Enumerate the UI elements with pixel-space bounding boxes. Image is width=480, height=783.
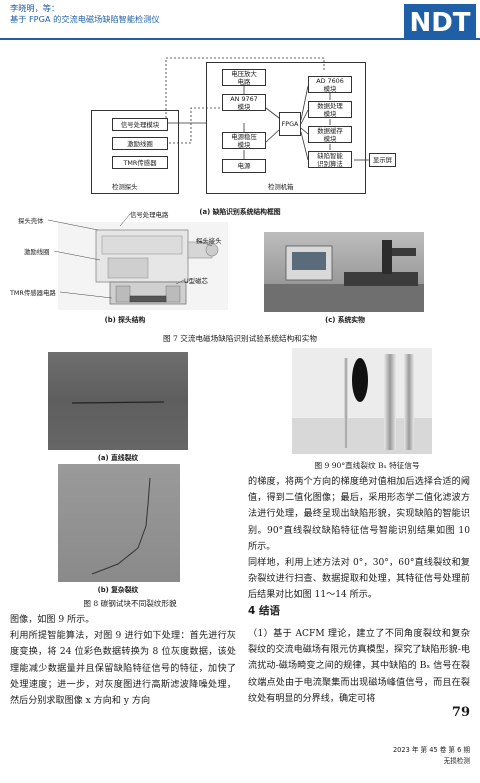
label-tmr-circuit: TMR传感器电路 bbox=[10, 289, 56, 297]
complex-crack-photo bbox=[58, 464, 180, 582]
fig8a-caption: (a) 直线裂纹 bbox=[97, 454, 139, 462]
complex-crack-art bbox=[91, 477, 151, 575]
label-probe-connector: 探头接头 bbox=[196, 237, 222, 245]
right-para2: 同样地，利用上述方法对 0°，30°，60°直线裂纹和复杂裂纹进行扫查、数据提取… bbox=[248, 558, 470, 601]
probe-frame bbox=[91, 110, 179, 194]
data-processing-block: 数据处理 模块 bbox=[308, 101, 352, 118]
ndt-logo: NDT bbox=[404, 4, 476, 38]
diagram-wires bbox=[165, 57, 369, 161]
block-diagram: 检测探头 信号处理模块 激励线圈 TMR传感器 检测机箱 电压放大 电路 AN … bbox=[86, 48, 396, 206]
host-frame-label: 检测机箱 bbox=[268, 183, 294, 191]
straight-crack-photo bbox=[48, 352, 188, 450]
display-block: 显示屏 bbox=[369, 153, 396, 167]
fpga-block: FPGA bbox=[279, 112, 301, 136]
header-authors: 李晓明，等： bbox=[10, 3, 60, 13]
logo-text: NDT bbox=[409, 8, 470, 38]
an9767-block: AN 9767 模块 bbox=[222, 94, 266, 111]
fig7a-caption: (a) 缺陷识别系统结构框图 bbox=[199, 208, 281, 216]
host-frame bbox=[206, 62, 366, 194]
probe-structure-drawing bbox=[58, 222, 228, 310]
label-probe-shell: 探头壳体 bbox=[18, 217, 44, 225]
power-regulator-block: 电源稳压 模块 bbox=[222, 132, 266, 149]
footer-issue: 2023 年 第 45 卷 第 6 期 bbox=[392, 746, 470, 754]
straight-crack-art bbox=[71, 401, 165, 404]
system-photo-art bbox=[264, 240, 424, 312]
header-title: 基于 FPGA 的交流电磁场缺陷智能检测仪 bbox=[10, 14, 160, 24]
left-column-text: 图像，如图 9 所示。 利用所提智能算法，对图 9 进行如下处理：首先进行灰度变… bbox=[10, 612, 236, 709]
system-photo bbox=[264, 232, 424, 312]
probe-structure-art bbox=[95, 229, 219, 305]
left-para2: 利用所提智能算法，对图 9 进行如下处理：首先进行灰度变换，将 24 位彩色数据… bbox=[10, 631, 236, 707]
fig9-signal-art bbox=[292, 348, 432, 454]
footer-journal: 无损检测 bbox=[443, 757, 470, 765]
excitation-coil-block: 激励线圈 bbox=[112, 137, 168, 150]
signal-processing-block: 信号处理模块 bbox=[112, 118, 168, 131]
fig7c-caption: (c) 系统实物 bbox=[325, 316, 365, 324]
leader-lines bbox=[47, 213, 213, 299]
fig8b-caption: (b) 复杂裂纹 bbox=[97, 586, 139, 594]
tmr-sensor-block: TMR传感器 bbox=[112, 156, 168, 169]
fig7b-caption: (b) 探头结构 bbox=[104, 316, 146, 324]
section-conclusion: 4 结语 bbox=[248, 605, 280, 617]
right-para3: （1）基于 ACFM 理论，建立了不同角度裂纹和复杂裂纹的交流电磁场有限元仿真模… bbox=[248, 629, 470, 704]
probe-frame-label: 检测探头 bbox=[112, 183, 138, 191]
fig9-signal-image bbox=[292, 348, 432, 454]
fig9-caption: 图 9 90°直线裂纹 Bₓ 特征信号 bbox=[314, 461, 420, 470]
fig8-caption: 图 8 碳钢试块不同裂纹形貌 bbox=[83, 599, 177, 608]
fig7-caption: 图 7 交流电磁场缺陷识别试验系统结构和实物 bbox=[163, 334, 317, 343]
data-cache-block: 数据缓存 模块 bbox=[308, 126, 352, 143]
defect-recognition-block: 缺陷智能 识别算法 bbox=[308, 151, 352, 168]
right-column-text-bottom: （1）基于 ACFM 理论，建立了不同角度裂纹和复杂裂纹的交流电磁场有限元仿真模… bbox=[248, 626, 470, 707]
right-para1: 的梯度，将两个方向的梯度绝对值相加后选择合适的阈值，得到二值化图像；最后，采用形… bbox=[248, 477, 470, 552]
right-column-text-top: 的梯度，将两个方向的梯度绝对值相加后选择合适的阈值，得到二值化图像；最后，采用形… bbox=[248, 474, 470, 604]
label-excitation-coil: 激励线圈 bbox=[24, 248, 50, 256]
ad7606-block: AD 7606 模块 bbox=[308, 76, 352, 93]
header-rule bbox=[0, 38, 480, 40]
left-line1: 图像，如图 9 所示。 bbox=[10, 615, 95, 625]
power-block: 电源 bbox=[222, 159, 266, 173]
page-number: 79 bbox=[451, 705, 470, 720]
label-signal-circuit: 信号处理电路 bbox=[130, 211, 169, 219]
label-u-core: U型磁芯 bbox=[184, 277, 208, 285]
voltage-amp-block: 电压放大 电路 bbox=[222, 69, 266, 86]
